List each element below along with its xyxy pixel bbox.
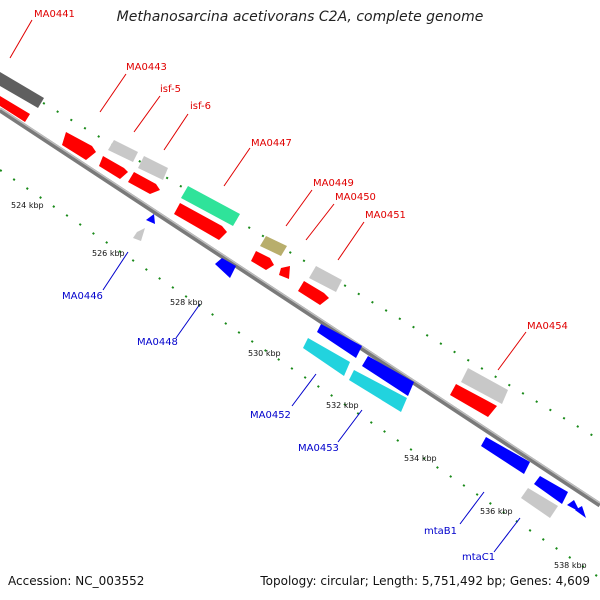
gene-isf-6-gray[interactable] [138, 156, 168, 180]
gene-label[interactable]: mtaB1 [424, 526, 457, 537]
gene-isf-5-gray[interactable] [108, 140, 138, 162]
map-title: Methanosarcina acetivorans C2A, complete… [116, 9, 484, 25]
gene-label[interactable]: isf-5 [160, 84, 181, 95]
gene-label[interactable]: MA0453 [298, 443, 339, 454]
gene-ma0443[interactable] [62, 132, 96, 160]
gene-ma0451-gray[interactable] [309, 266, 342, 292]
gene-label[interactable]: MA0451 [365, 210, 406, 221]
kbp-tick-label: 524 kbp [11, 201, 44, 210]
gene-label[interactable]: MA0446 [62, 291, 103, 302]
gene-ma0441[interactable] [0, 96, 30, 122]
gene-mtac1[interactable] [521, 488, 586, 518]
gene-ma0451[interactable] [298, 281, 329, 305]
gene-label[interactable]: MA0454 [527, 321, 568, 332]
gene-label[interactable]: isf-6 [190, 101, 211, 112]
gene-ma0447[interactable] [174, 203, 227, 240]
gene-labels-forward: MA0441 MA0443 isf-5 isf-6 MA0447 MA0449 … [34, 9, 568, 332]
gene-ma0446[interactable] [133, 214, 155, 241]
gene-ma0450[interactable] [279, 266, 290, 279]
gene-label[interactable]: MA0449 [313, 178, 354, 189]
gene-mtab1[interactable] [481, 437, 568, 504]
gene-ma0447-green[interactable] [181, 186, 240, 226]
gene-ma0441-dark[interactable] [0, 72, 44, 108]
inner-tick-rail [0, 169, 600, 579]
kbp-tick-label: 536 kbp [480, 507, 513, 516]
label-leaders-forward [9, 19, 527, 371]
outer-tick-rail [1, 77, 600, 441]
kbp-tick-label: 532 kbp [326, 401, 359, 410]
gene-label[interactable]: MA0443 [126, 62, 167, 73]
genome-backbone [0, 107, 600, 508]
gene-labels-reverse: MA0446 MA0448 MA0452 MA0453 mtaB1 mtaC1 [62, 291, 495, 563]
gene-ma0454[interactable] [450, 384, 497, 417]
kbp-tick-label: 538 kbp [554, 561, 587, 570]
gene-ma0453[interactable] [303, 338, 407, 412]
gene-label[interactable]: MA0448 [137, 337, 178, 348]
gene-label[interactable]: MA0452 [250, 410, 291, 421]
kbp-tick-label: 528 kbp [170, 298, 203, 307]
label-leaders-reverse [102, 251, 521, 553]
kbp-tick-label: 526 kbp [92, 249, 125, 258]
kbp-tick-labels: 524 kbp 526 kbp 528 kbp 530 kbp 532 kbp … [11, 201, 587, 570]
gene-label[interactable]: mtaC1 [462, 552, 495, 563]
gene-isf-6[interactable] [128, 172, 160, 194]
accession-text: Accession: NC_003552 [8, 574, 145, 588]
gene-label[interactable]: MA0447 [251, 138, 292, 149]
genome-summary-text: Topology: circular; Length: 5,751,492 bp… [260, 574, 590, 588]
kbp-tick-label: 530 kbp [248, 349, 281, 358]
gene-isf-5[interactable] [99, 156, 128, 179]
gene-label[interactable]: MA0450 [335, 192, 376, 203]
gene-ma0449[interactable] [251, 251, 274, 270]
gene-ma0454-gray[interactable] [461, 368, 508, 404]
gene-ma0452[interactable] [317, 324, 414, 396]
gene-label[interactable]: MA0441 [34, 9, 75, 20]
gene-ma0448[interactable] [215, 258, 236, 278]
gene-ma0449-khaki[interactable] [260, 236, 287, 256]
kbp-tick-label: 534 kbp [404, 454, 437, 463]
